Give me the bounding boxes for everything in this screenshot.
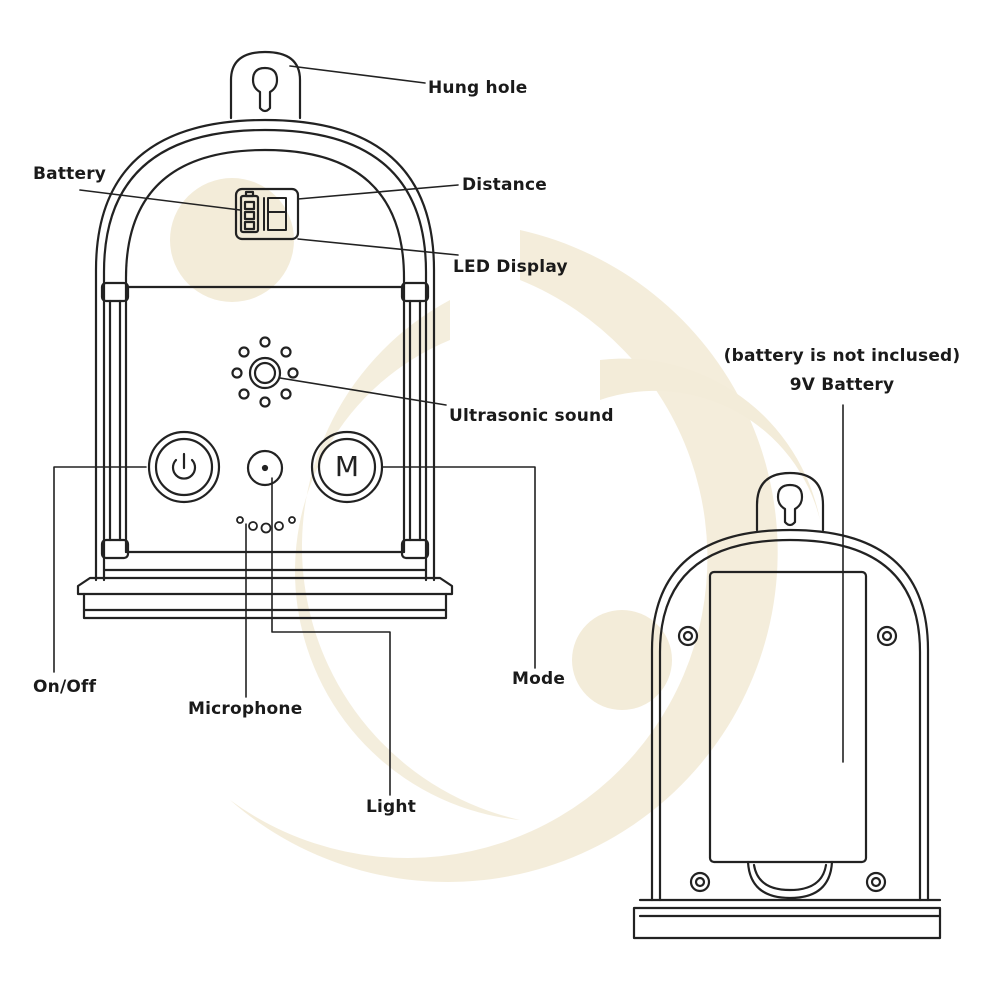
label-led-display: LED Display [453, 257, 568, 277]
label-hung-hole: Hung hole [428, 78, 528, 98]
mode-button-letter: M [334, 450, 360, 483]
label-microphone: Microphone [188, 699, 303, 719]
watermark-logo [170, 178, 820, 882]
leader-lines [53, 65, 844, 796]
back-device [632, 471, 942, 940]
label-mode: Mode [512, 669, 566, 689]
label-light: Light [366, 797, 417, 817]
front-device [76, 50, 454, 620]
power-icon [171, 452, 197, 480]
led-display [234, 187, 300, 241]
label-ultrasonic-sound: Ultrasonic sound [449, 406, 614, 426]
label-battery-note: (battery is not inclused) [723, 346, 961, 366]
microphone-holes [236, 516, 296, 534]
hung-hole-tab [229, 50, 302, 120]
label-distance: Distance [462, 175, 547, 195]
label-battery: Battery [33, 164, 107, 184]
screw-icon [677, 625, 898, 893]
battery-compartment [708, 570, 868, 864]
power-button[interactable] [147, 430, 221, 504]
hung-hole-icon [251, 66, 279, 113]
seven-segment-icon [263, 197, 287, 231]
back-hung-hole-tab [755, 471, 825, 532]
ultrasonic-speaker [231, 336, 299, 408]
light-sensor [246, 449, 284, 487]
label-on-off: On/Off [33, 677, 97, 697]
label-9v-battery: 9V Battery [789, 375, 895, 395]
